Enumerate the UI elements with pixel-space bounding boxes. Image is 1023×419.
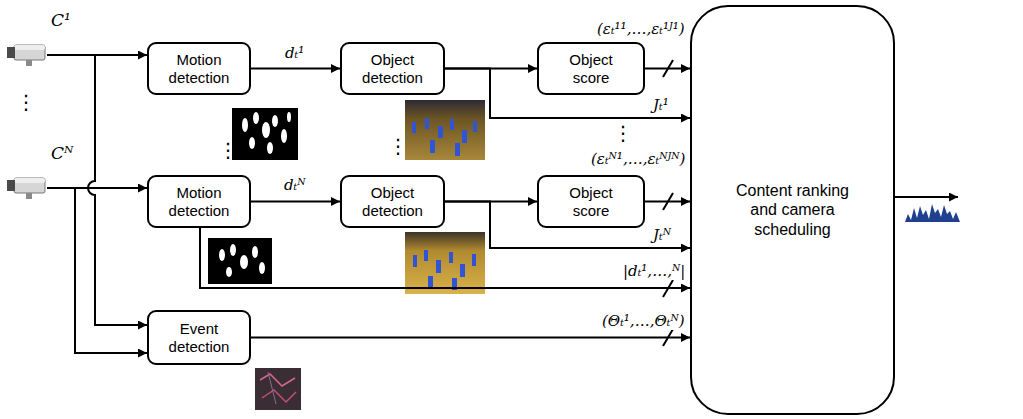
box-label: Motion detection: [154, 184, 244, 220]
connector-arrow: [251, 68, 340, 70]
camera-label: Cᴺ: [51, 143, 73, 163]
camera-label: C¹: [51, 10, 71, 30]
motion-mask: [232, 108, 298, 160]
signal-label: dₜᴺ: [283, 176, 307, 194]
connector-arrow: [251, 337, 690, 339]
connector-arrow: [200, 228, 690, 288]
ellipsis-mark: ⋮: [16, 92, 36, 112]
connector-arrow: [251, 201, 340, 203]
process-box: Object score: [537, 175, 645, 228]
connector-arrow: [645, 68, 690, 70]
ellipsis-mark: ⋮: [613, 123, 633, 143]
court-frame: [405, 232, 485, 294]
signal-label: (εₜ¹¹,…,εₜ¹ᴶ¹): [596, 20, 686, 38]
connector-arrow: [47, 55, 147, 325]
box-label: Object score: [556, 184, 626, 220]
output-signal: [905, 204, 960, 222]
process-box: Event detection: [147, 310, 251, 365]
output-arrow: [895, 196, 958, 198]
box-label: Event detection: [154, 320, 244, 356]
camera: Cᴺ: [5, 175, 47, 201]
signal-label: (εₜᴺ¹,…,εₜᴺᴶᴺ): [590, 150, 686, 168]
process-box: Object score: [537, 42, 645, 95]
connector-arrow: [645, 201, 690, 203]
signal-label: dₜ¹: [284, 44, 305, 62]
camera-icon: [5, 42, 47, 68]
motion-mask: [208, 238, 272, 284]
scheduler-box: Content ranking and camera scheduling: [690, 5, 895, 415]
signal-label: |dₜ¹,…,ᴺ|: [622, 262, 686, 280]
box-label: Content ranking and camera scheduling: [729, 181, 857, 239]
camera-icon: [5, 175, 47, 201]
box-label: Motion detection: [154, 51, 244, 87]
camera: C¹: [5, 42, 47, 68]
process-box: Motion detection: [147, 175, 251, 228]
signal-label: Jₜᴺ: [652, 226, 672, 244]
box-label: Object detection: [348, 51, 438, 87]
process-box: Motion detection: [147, 42, 251, 95]
connector-arrow: [47, 188, 147, 353]
process-box: Object detection: [340, 42, 445, 95]
process-box: Object detection: [340, 175, 445, 228]
court-frame: [405, 100, 485, 160]
signal-label: Jₜ¹: [652, 96, 670, 114]
ellipsis-mark: ⋮: [388, 136, 408, 156]
ellipsis-mark: ⋮: [218, 140, 238, 160]
box-label: Object score: [556, 51, 626, 87]
event-frame: [255, 368, 301, 410]
signal-label: (Θₜ¹,…,Θₜᴺ): [601, 312, 686, 330]
box-label: Object detection: [348, 184, 438, 220]
